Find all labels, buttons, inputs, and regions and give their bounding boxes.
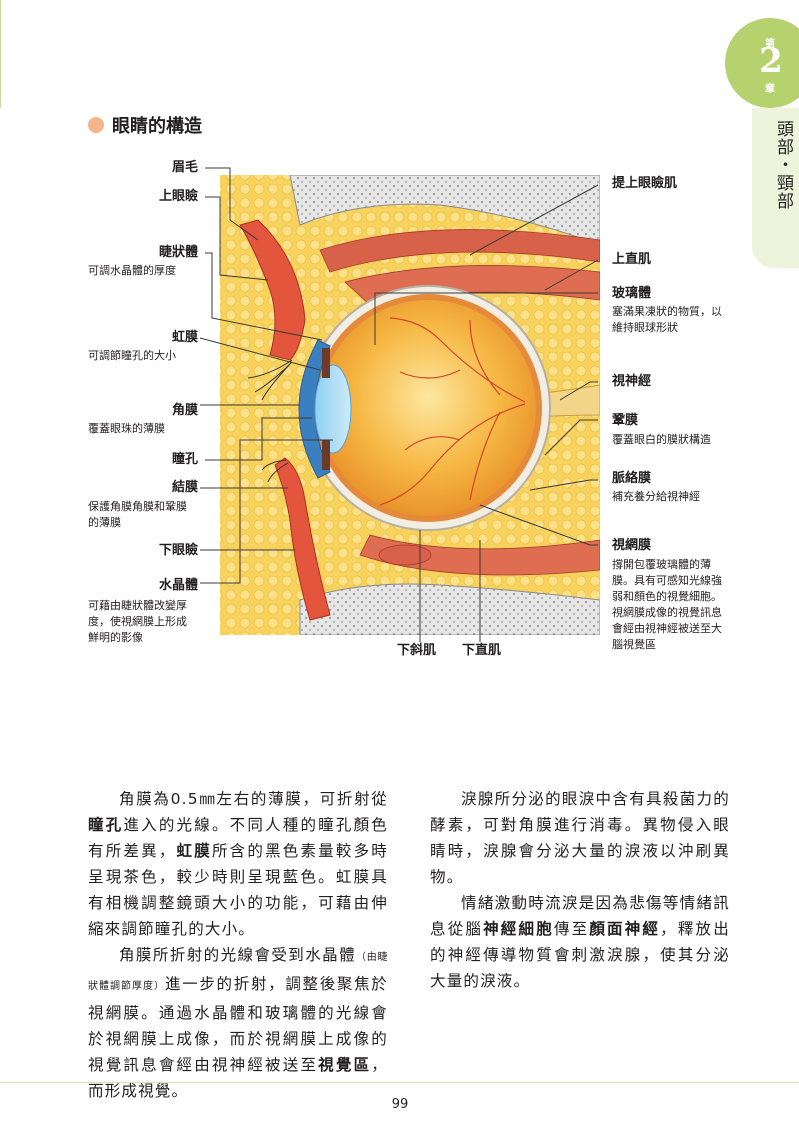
desc-retina-3: 弱和顏色的視覺細胞。 <box>612 590 722 603</box>
desc-iris: 可調節瞳孔的大小 <box>88 349 176 362</box>
body-column-right: 淚腺所分泌的眼淚中含有具殺菌力的酵素，可對角膜進行消毒。異物侵入眼睛時，淚腺會分… <box>430 786 730 994</box>
label-inferior-rectus: 下直肌 <box>462 643 502 658</box>
chapter-section-name: 頭部・頸部 <box>773 120 793 210</box>
desc-retina-4: 視網膜成像的視覺訊息 <box>612 606 722 619</box>
paragraph-2: 角膜所折射的光線會受到水晶體（由睫狀體調節厚度）進一步的折射，調整後聚焦於視網膜… <box>88 946 389 1100</box>
label-choroid: 脈絡膜 <box>612 471 652 486</box>
inferior-oblique-muscle <box>378 544 432 566</box>
lower-orbital-bone <box>299 583 600 635</box>
label-vitreous: 玻璃體 <box>612 286 652 301</box>
chapter-prefix: 第 <box>765 39 775 50</box>
crystalline-lens <box>314 364 352 454</box>
label-superior-rectus: 上直肌 <box>612 252 652 267</box>
vitreous-body <box>320 300 536 516</box>
label-sclera: 鞏膜 <box>612 413 639 428</box>
desc-ciliary-body: 可調水晶體的厚度 <box>88 264 176 277</box>
chapter-tab-circle <box>725 18 799 108</box>
label-inferior-oblique: 下斜肌 <box>397 643 437 658</box>
label-optic-nerve: 視神經 <box>612 374 652 389</box>
eye-cross-section-diagram <box>199 167 600 642</box>
desc-retina-2: 膜。具有可感知光線強 <box>612 574 722 587</box>
label-retina: 視網膜 <box>612 538 652 553</box>
chapter-number: 2 <box>759 41 783 81</box>
label-lens: 水晶體 <box>158 578 198 593</box>
desc-lens-1: 可藉由睫狀體改變厚 <box>88 599 187 612</box>
leader-lines <box>199 167 599 642</box>
iris-upper <box>322 348 330 378</box>
page-number: 99 <box>391 1097 409 1112</box>
label-cornea: 角膜 <box>171 403 198 418</box>
top-rule <box>0 0 1 108</box>
label-upper-eyelid: 上眼瞼 <box>158 189 198 204</box>
footer-rule <box>0 1082 799 1083</box>
levator-muscle <box>319 229 600 273</box>
label-conjunctiva: 結膜 <box>171 480 198 495</box>
desc-retina-6: 腦視覺區 <box>612 638 656 651</box>
section-title: 眼睛的構造 <box>112 116 202 137</box>
desc-lens-2: 度，使視網膜上形成 <box>88 615 187 628</box>
section-bullet-icon <box>88 117 104 133</box>
paragraph-4: 情緒激動時流淚是因為悲傷等情緒訊息從腦神經細胞傳至顏面神經，釋放出的神經傳導物質… <box>430 894 730 990</box>
iris-lower <box>322 440 330 470</box>
retinal-vessels <box>379 317 526 506</box>
label-ciliary-body: 睫狀體 <box>158 245 198 260</box>
paragraph-3: 淚腺所分泌的眼淚中含有具殺菌力的酵素，可對角膜進行消毒。異物侵入眼睛時，淚腺會分… <box>430 790 730 886</box>
paragraph-1: 角膜為0.5㎜左右的薄膜，可折射從瞳孔進入的光線。不同人種的瞳孔顏色有所差異，虹… <box>88 790 388 938</box>
label-lower-eyelid: 下眼瞼 <box>158 543 198 558</box>
desc-conjunctiva-2: 的薄膜 <box>88 516 121 529</box>
desc-vitreous-1: 塞滿果凍狀的物質，以 <box>612 305 722 318</box>
chapter-tab-box <box>752 108 799 268</box>
label-pupil: 瞳孔 <box>171 452 198 467</box>
desc-choroid: 補充養分給視神經 <box>612 490 700 503</box>
lower-eyelid <box>274 457 331 621</box>
chapter-suffix: 章 <box>765 84 775 95</box>
upper-orbital-bone <box>289 175 600 246</box>
desc-conjunctiva-1: 保護角膜角膜和鞏膜 <box>88 500 187 513</box>
desc-vitreous-2: 維持眼球形狀 <box>612 321 678 334</box>
desc-cornea: 覆蓋眼珠的薄膜 <box>88 422 165 435</box>
desc-retina-1: 撐開包覆玻璃體的薄 <box>612 558 711 571</box>
upper-eyelid <box>239 219 306 361</box>
desc-sclera: 覆蓋眼白的膜狀構造 <box>612 433 711 446</box>
label-levator: 提上眼瞼肌 <box>612 176 678 191</box>
body-column-left: 角膜為0.5㎜左右的薄膜，可折射從瞳孔進入的光線。不同人種的瞳孔顏色有所差異，虹… <box>88 786 388 1104</box>
label-eyebrow: 眉毛 <box>171 160 198 175</box>
eyelashes <box>247 359 293 483</box>
label-iris: 虹膜 <box>171 330 198 345</box>
desc-retina-5: 會經由視神經被送至大 <box>612 622 722 635</box>
desc-lens-3: 鮮明的影像 <box>88 631 143 644</box>
